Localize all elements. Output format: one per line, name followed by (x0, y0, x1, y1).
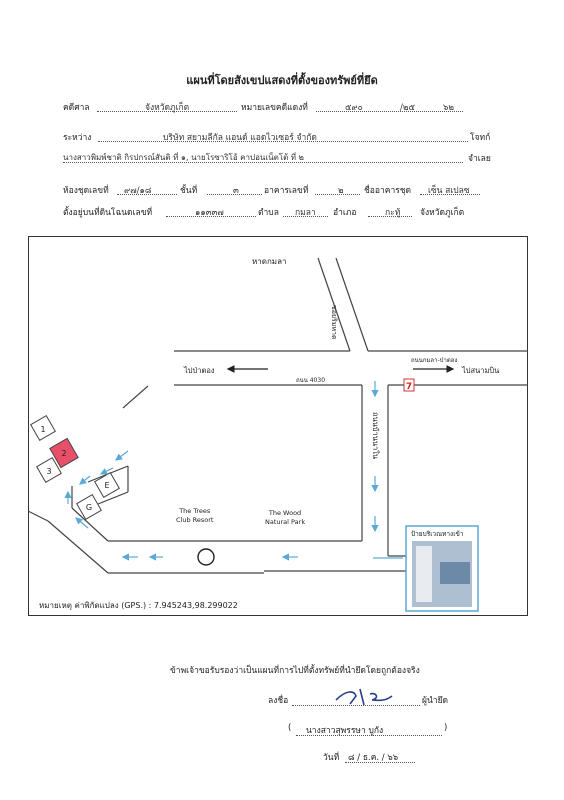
location-map: 1 2 3 G E (27, 236, 528, 616)
entrance-sign-label: ป้ายบริเวณทางเข้า (411, 530, 464, 538)
gps-note: หมายเหตุ ค่าพิกัดแปลง (GPS.) : 7.945243,… (39, 601, 238, 610)
red-case-separator: /๒๕ (400, 103, 415, 113)
signer-name-close-paren: ) (444, 723, 448, 733)
condo-name-label: ชื่ออาคารชุด (364, 186, 412, 196)
land-deed-label: ตั้งอยู่บนที่ดินโฉนดเลขที่ (63, 208, 153, 218)
signature (332, 686, 402, 712)
roundabout (196, 547, 215, 566)
kamala-patong-road-label: ถนนกมลา-ป่าตอง (411, 357, 458, 364)
date-label: วันที่ (323, 753, 340, 763)
trees-resort-line-2: Club Resort (176, 516, 214, 524)
document-title: แผนที่โดยสังเขปแสดงที่ตั้งของทรัพย์ที่ยึ… (186, 74, 378, 87)
sign-label: ลงชื่อ (268, 696, 289, 706)
red-case-label: หมายเลขคดีแดงที่ (241, 103, 308, 113)
red-case-number: ๕๙๐ (345, 103, 363, 113)
defendant-role: จำเลย (468, 154, 491, 164)
certification-statement: ข้าพเจ้าขอรับรองว่าเป็นแผนที่การไปที่ตั้… (170, 666, 420, 676)
red-case-year: ๖๒ (443, 103, 454, 113)
floor-label: ชั้นที่ (180, 186, 198, 196)
signer-name: นางสาวสุพรรษา บูกัง (306, 726, 384, 736)
wood-park-line-1: The Wood (268, 509, 302, 517)
defendant-names: นางสาวพิมพ์ชาติ กิรปกรณ์สันติ ที่ ๑, นาย… (63, 153, 304, 162)
building-1: 1 (29, 414, 56, 441)
seven-eleven-icon (403, 378, 414, 391)
building-e: E (93, 471, 120, 498)
to-airport-label: ไปสนามบิน (462, 366, 500, 375)
court-label: คดีศาล (63, 103, 90, 113)
signer-name-open-paren: ( (288, 723, 292, 733)
wood-park-label: The Wood Natural Park (265, 509, 305, 527)
land-deed-number: ๑๑๓๓๗ (195, 208, 224, 218)
district-label: อำเภอ (333, 208, 357, 218)
building-1-label: 1 (40, 425, 45, 434)
building-e-label: E (104, 481, 109, 490)
plaintiff-name: บริษัท สยามลีกัล แอนด์ แอดไวเซอร์ จำกัด (163, 133, 317, 143)
building-3: 3 (35, 456, 62, 483)
building-2-target: 2 (48, 437, 79, 468)
court-value: จังหวัดภูเก็ต (145, 103, 190, 113)
to-patong-label: ไปป่าตอง (184, 366, 215, 375)
subdistrict-label: ตำบล (258, 208, 279, 218)
building-3-label: 3 (46, 467, 51, 476)
province-value: จังหวัดภูเก็ต (420, 208, 465, 218)
between-label: ระหว่าง (63, 133, 92, 143)
building-g-label: G (85, 503, 91, 512)
signer-role: ผู้นำยึด (422, 696, 449, 706)
soi-rim-had-label: ซอยริมหาด (330, 305, 338, 340)
date-value: ๘ / ธ.ค. / ๖๖ (348, 753, 399, 763)
building-g: G (75, 493, 102, 520)
plaintiff-role: โจทก์ (470, 133, 491, 143)
route-arrows (63, 380, 403, 561)
trees-resort-line-1: The Trees (179, 507, 211, 515)
ban-nam-road-label: ถนนบ้านนาใน (371, 412, 380, 460)
seven-eleven-label: 7 (405, 382, 411, 392)
building-label: อาคารเลขที่ (264, 186, 309, 196)
subdistrict-value: กมลา (295, 208, 316, 218)
floor-number: ๓ (233, 186, 239, 196)
condo-name: เซ็น สเปลซ (428, 186, 470, 196)
road-4030-label: ถนน 4030 (296, 377, 326, 384)
map-drawing: 1 2 3 G E (27, 257, 528, 612)
building-number: ๒ (338, 186, 344, 196)
hat-kamala-label: หาดกมลา (252, 257, 287, 266)
trees-resort-label: The Trees Club Resort (176, 507, 213, 525)
room-label: ห้องชุดเลขที่ (63, 186, 109, 196)
target-unit-highlight (48, 437, 79, 468)
building-2-label: 2 (61, 449, 66, 458)
wood-park-line-2: Natural Park (265, 518, 306, 526)
district-value: กะทู้ (385, 208, 401, 218)
room-number: ๙๗/๑๘ (124, 186, 152, 196)
